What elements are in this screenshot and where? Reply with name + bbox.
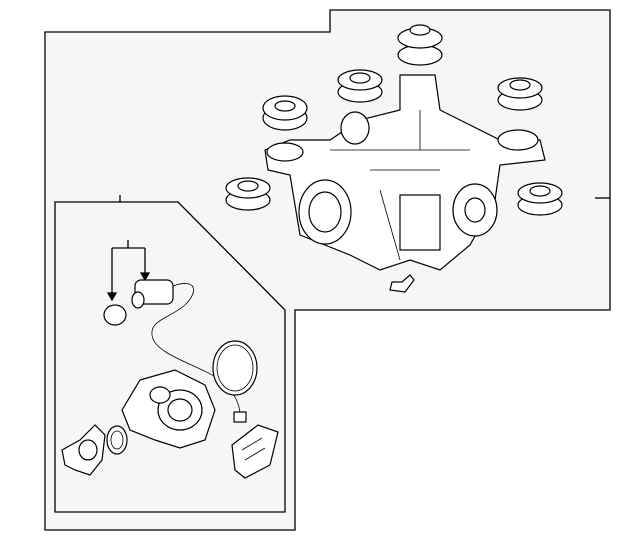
control-module — [231, 424, 279, 479]
o-ring-small — [103, 304, 127, 326]
bushing-left-upper — [337, 69, 383, 103]
flange — [61, 424, 106, 476]
bushing-left — [262, 95, 308, 131]
sensor-with-harness — [131, 279, 247, 423]
differential-housing — [264, 74, 546, 293]
breather-fitting — [389, 274, 415, 293]
leader-bracket-sensor — [106, 240, 151, 302]
bushing-right-upper — [497, 77, 543, 111]
bushing-mounts — [225, 24, 563, 216]
seal — [106, 425, 128, 455]
bushing-top — [397, 24, 443, 66]
bushing-right-lower — [517, 182, 563, 216]
o-ring-large — [212, 340, 258, 396]
pump-housing — [121, 369, 216, 449]
bushing-left-lower — [225, 177, 271, 211]
